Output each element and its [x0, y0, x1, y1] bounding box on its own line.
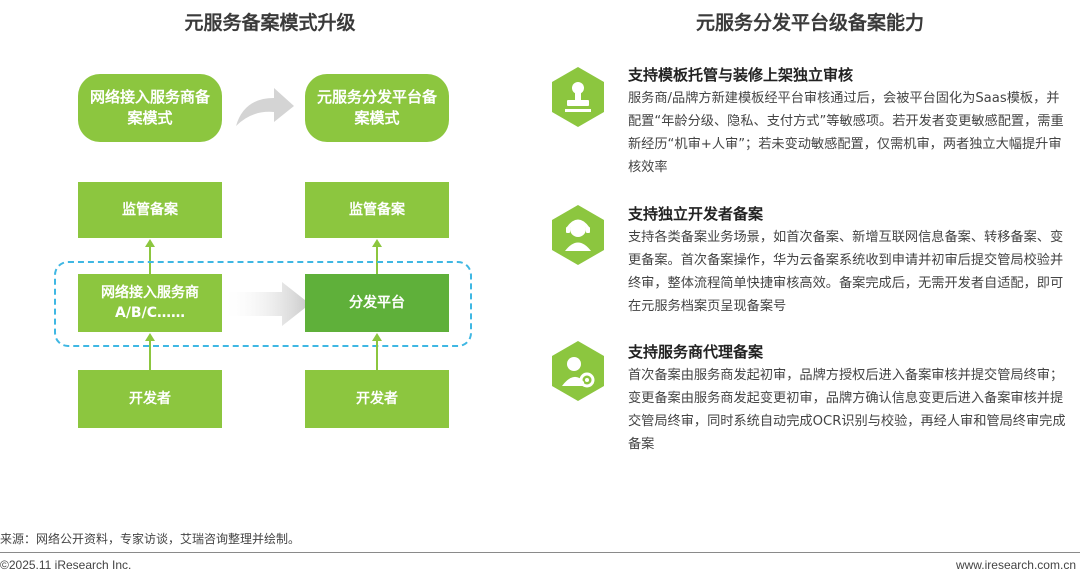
feature-title-agent-filing: 支持服务商代理备案	[628, 343, 764, 361]
regulator-filing-box-right: 监管备案	[305, 182, 449, 238]
feature-body-template-hosting: 服务商/品牌方新建模板经平台审核通过后，会被平台固化为Saas模板，并配置“年龄…	[628, 91, 1064, 175]
developer-box-right: 开发者	[305, 370, 449, 428]
isp-abc-box: 网络接入服务商 A/B/C……	[78, 274, 222, 332]
developer-icon	[552, 205, 604, 265]
feature-body-independent-developer: 支持各类备案业务场景，如首次备案、新增互联网信息备案、转移备案、变更备案。首次备…	[628, 230, 1064, 314]
feature-title-template-hosting: 支持模板托管与装修上架独立审核	[628, 66, 854, 84]
dashed-group-outline	[54, 261, 472, 347]
footer-divider	[0, 552, 1080, 553]
regulator-filing-box-left: 监管备案	[78, 182, 222, 238]
stamp-icon	[552, 67, 604, 127]
gradient-arrow-icon	[222, 282, 310, 326]
agent-gear-icon	[552, 341, 604, 401]
source-note: 来源：网络公开资料，专家访谈，艾瑞咨询整理并绘制。	[0, 532, 301, 546]
curved-arrow-icon	[236, 88, 294, 126]
connector-arrow	[145, 239, 155, 247]
left-title: 元服务备案模式升级	[184, 12, 356, 34]
feature-body-agent-filing: 首次备案由服务商发起初审，品牌方授权后进入备案审核并提交管局终审；变更备案由服务…	[628, 368, 1066, 452]
distribution-platform-filing-mode-pill: 元服务分发平台备案模式	[305, 74, 449, 142]
connector-line	[376, 340, 378, 370]
developer-box-left: 开发者	[78, 370, 222, 428]
website-link[interactable]: www.iresearch.com.cn	[955, 558, 1076, 572]
feature-title-independent-developer: 支持独立开发者备案	[628, 205, 764, 223]
connector-arrow	[372, 239, 382, 247]
right-title: 元服务分发平台级备案能力	[695, 12, 924, 34]
connector-arrow	[145, 333, 155, 341]
copyright: ©2025.11 iResearch Inc.	[0, 558, 132, 572]
connector-line	[149, 340, 151, 370]
connector-line	[149, 246, 151, 274]
connector-arrow	[372, 333, 382, 341]
distribution-platform-box: 分发平台	[305, 274, 449, 332]
isp-filing-mode-pill: 网络接入服务商备案模式	[78, 74, 222, 142]
connector-line	[376, 246, 378, 274]
